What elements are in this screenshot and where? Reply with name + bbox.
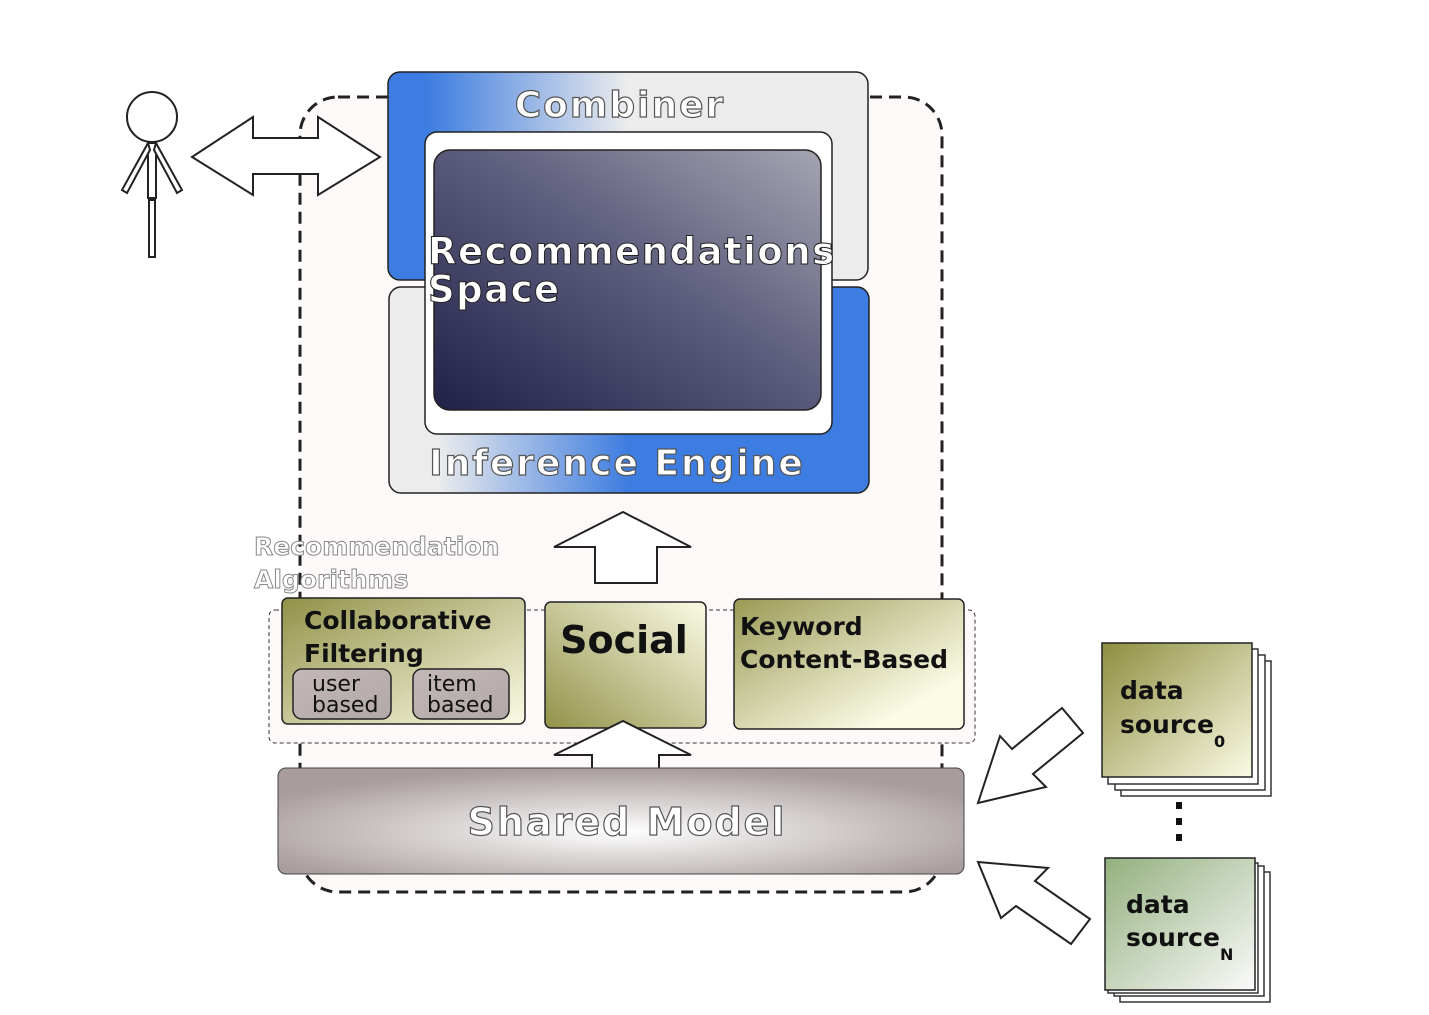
data-source-n-label-line2: sourceN [1126,923,1233,964]
item-based-label-line2: based [427,693,493,718]
recommendation-algorithms-label-line1: Recommendation [254,532,499,561]
data-source-n-label-line1: data [1126,890,1190,919]
item-based-block [412,668,510,720]
data-source-0-subscript: 0 [1214,732,1225,751]
bidirectional-arrow-icon [190,115,382,197]
arrow-from-data-source-n-icon [976,860,1092,946]
vertical-ellipsis-icon [1176,802,1182,841]
data-source-0-stack [1101,642,1272,797]
social-label: Social [560,618,688,662]
keyword-label-line1: Keyword [740,612,863,641]
keyword-label-line2: Content-Based [740,645,948,674]
collaborative-filtering-label-line2: Filtering [304,639,424,668]
recommendations-space-block [433,149,822,411]
arrow-from-data-source-0-icon [976,706,1085,805]
keyword-content-based-block [733,598,965,730]
recommendation-algorithms-label-line2: Algorithms [254,565,409,594]
up-arrow-to-inference-icon [553,510,692,584]
recommendations-space-label-line1: Recommendations [428,230,836,273]
recommendations-space-label-line2: Space [428,268,561,311]
data-source-n-block [1104,857,1256,991]
collaborative-filtering-label-line1: Collaborative [304,606,492,635]
item-based-label-line1: item [427,672,477,697]
shared-model-label: Shared Model [468,800,787,844]
data-source-n-stack [1104,857,1271,1003]
user-based-label-line2: based [312,693,378,718]
data-source-0-label-line1: data [1120,676,1184,705]
inference-engine-label: Inference Engine [429,443,805,484]
combiner-label: Combiner [515,85,726,126]
data-source-0-word: source [1120,710,1214,739]
data-source-n-word: source [1126,923,1220,952]
data-source-0-block [1101,642,1253,778]
user-figure-icon [120,91,184,258]
user-based-block [292,668,392,720]
data-source-n-subscript: N [1220,945,1233,964]
data-source-0-label-line2: source0 [1120,710,1225,751]
shared-model-block [277,767,965,875]
user-based-label-line1: user [312,672,361,697]
